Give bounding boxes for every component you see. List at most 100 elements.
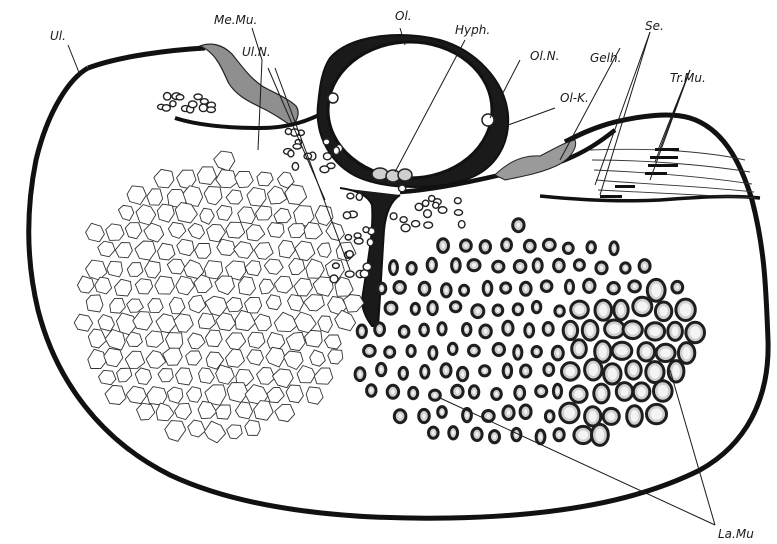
thin-walled-cell-mass [74,151,364,443]
thin-cell [274,208,291,222]
thick-cell [480,366,490,376]
thick-cell [560,403,579,423]
thick-cell [429,427,439,438]
small-cell [412,221,420,227]
thick-cell [480,241,490,253]
small-cell [400,217,407,223]
thick-cell [646,323,665,340]
thin-cell [288,224,306,238]
thick-cell [438,323,446,335]
label-ol: Ol. [395,9,412,23]
thick-cell [411,303,419,314]
thick-cell [626,361,641,379]
thin-cell [247,350,264,366]
thin-cell [245,420,260,435]
thin-cell [135,241,156,260]
thick-cell [450,302,460,312]
small-cell [422,200,428,206]
thick-cell [385,347,395,357]
small-cell [207,107,216,113]
small-cell [356,193,362,200]
thin-cell [125,223,142,239]
thin-cell [264,259,283,274]
thin-cell [166,333,183,350]
thin-cell [198,313,215,329]
thick-cell [421,366,429,379]
small-cell [424,222,433,228]
thin-cell [204,261,222,279]
label-tr-mu: Tr.Mu. [670,71,706,85]
thick-cell [387,385,398,398]
thin-cell [188,420,206,437]
thick-cell [521,365,531,377]
small-cell [199,104,207,112]
thick-cell [638,343,655,361]
thin-cell [294,278,313,296]
thin-cell [227,383,248,403]
small-cell [333,263,340,268]
thin-cell [105,330,125,351]
thin-cell [189,295,206,313]
small-cell [454,210,462,216]
thick-cell [483,281,492,295]
thin-cell [200,208,215,224]
thick-cell [678,343,694,364]
thick-cell [419,282,430,295]
thin-cell [275,404,295,421]
thin-cell [169,297,185,314]
thick-cell [565,280,573,293]
thin-cell [154,169,174,187]
thick-cell [596,262,607,274]
thick-cell [604,364,621,384]
thin-cell [86,260,108,280]
thin-cell [297,366,315,383]
small-cell [438,207,447,214]
thick-cell [536,386,547,397]
thin-cell [115,243,132,258]
label-ul: Ul. [50,29,66,43]
thin-cell [110,298,126,313]
thin-cell [248,332,265,348]
thick-cell [554,259,565,272]
ol-inner-lumen [328,42,492,178]
thin-cell [235,171,254,187]
thick-cell [492,389,502,400]
thin-cell [158,243,176,260]
thick-cell [654,381,673,402]
thick-cell [514,346,522,360]
small-cell [164,93,171,101]
thin-cell [118,205,133,220]
thick-cell [364,345,376,356]
thick-cell [461,240,472,251]
small-cell [176,95,184,100]
thin-cell [127,186,146,205]
upper-left-body-wall [88,48,205,68]
thick-cell [399,367,407,379]
thin-cell [216,170,237,188]
thick-cell [672,281,683,293]
thick-cell [469,386,478,398]
thin-cell [136,205,156,225]
small-cell [162,105,170,111]
thin-cell [288,295,304,312]
thick-cell [623,321,642,339]
small-cell [399,185,406,192]
thin-cell [168,222,185,238]
thin-cell [304,222,323,239]
thick-cell [503,364,511,378]
thin-cell [98,315,114,332]
thick-cell [428,302,437,315]
small-cell [288,150,294,157]
thin-cell [246,225,264,241]
thin-cell [314,368,333,384]
thin-cell [295,241,315,261]
thin-cell [205,330,222,347]
thick-cell [377,363,386,375]
thick-cell [367,385,376,397]
thin-cell [274,276,293,293]
thick-cell [520,405,531,419]
thin-cell [133,312,153,331]
thick-cell [407,346,415,357]
thin-cell [284,351,304,370]
thin-cell [216,405,231,419]
